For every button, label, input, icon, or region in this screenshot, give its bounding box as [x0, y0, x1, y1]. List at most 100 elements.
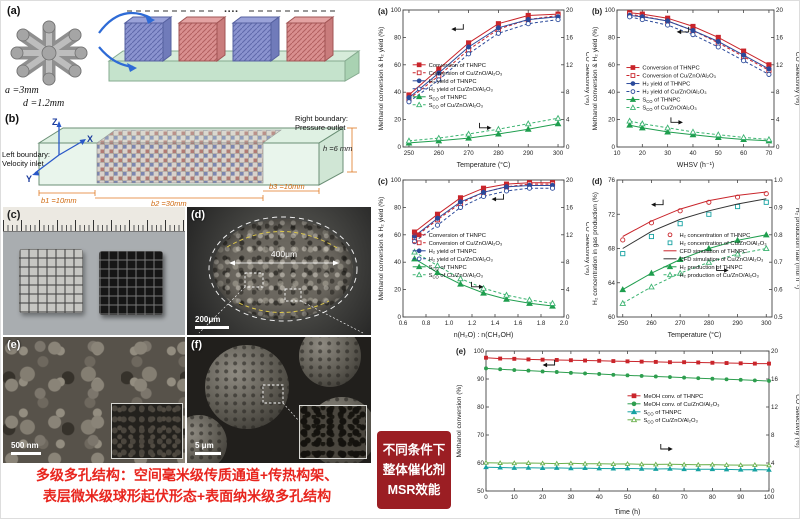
scalebar-e-label: 500 nm	[11, 441, 39, 450]
svg-text:H₂ yield of Cu/ZnO/Al₂O₃: H₂ yield of Cu/ZnO/Al₂O₃	[429, 257, 494, 263]
svg-text:H₂ yield of Cu/ZnO/Al₂O₃: H₂ yield of Cu/ZnO/Al₂O₃	[429, 87, 494, 93]
right-boundary-line1: Right boundary:	[295, 114, 348, 123]
svg-text:SCO of THNPC: SCO of THNPC	[644, 410, 682, 417]
svg-text:Time (h): Time (h)	[615, 509, 641, 516]
svg-text:SCO of THNPC: SCO of THNPC	[642, 98, 680, 105]
inset-f	[299, 405, 367, 459]
svg-text:12: 12	[771, 404, 778, 411]
svg-text:20: 20	[566, 7, 573, 14]
svg-text:Conversion of THNPC: Conversion of THNPC	[429, 233, 486, 239]
svg-text:SCO of THNPC: SCO of THNPC	[429, 95, 467, 102]
left-panel: (a) a =3mm d =1.2mm	[1, 1, 373, 518]
svg-text:1.8: 1.8	[537, 320, 546, 327]
svg-text:40: 40	[608, 89, 615, 96]
svg-text:280: 280	[704, 320, 715, 327]
svg-text:20: 20	[776, 7, 783, 14]
svg-text:0.8: 0.8	[774, 232, 783, 239]
reactor-channel-diagram: Z X Y Left boundary: Velocity inlet Righ…	[2, 114, 357, 207]
structure-caption: 多级多孔结构：空间毫米级传质通道+传热构架、 表层微米级球形起伏形态+表面纳米级…	[1, 465, 373, 507]
panel-c-label: (c)	[7, 209, 21, 221]
lattice-block	[96, 129, 282, 184]
dashed-outline	[208, 216, 358, 322]
svg-text:2.0: 2.0	[560, 320, 569, 327]
svg-text:80: 80	[394, 34, 401, 41]
assembly-dots: ····	[224, 6, 239, 18]
svg-text:1.2: 1.2	[468, 320, 477, 327]
series-2-line	[408, 16, 559, 99]
svg-text:0.7: 0.7	[774, 259, 783, 266]
sem-particle	[213, 219, 353, 319]
svg-text:80: 80	[608, 34, 615, 41]
dim-b3-text: b3 =10mm	[269, 182, 305, 191]
series-4-line	[629, 124, 769, 142]
svg-text:290: 290	[732, 320, 743, 327]
svg-text:0.9: 0.9	[774, 204, 783, 211]
svg-text:40: 40	[690, 150, 697, 157]
svg-text:SCO of Cu/ZnO/Al₂O₃: SCO of Cu/ZnO/Al₂O₃	[429, 103, 484, 110]
diameter-label: 400μm	[271, 249, 297, 259]
svg-text:0.5: 0.5	[774, 314, 783, 321]
svg-text:Temperature (°C): Temperature (°C)	[457, 161, 511, 169]
summary-box: 不同条件下 整体催化剂 MSR效能	[377, 431, 451, 509]
dim-d-text: d =1.2mm	[23, 98, 65, 109]
sem-f-annotations	[262, 384, 300, 422]
series-3-line	[622, 198, 767, 249]
svg-text:68: 68	[608, 246, 615, 253]
dim-h-text: h =6 mm	[323, 144, 352, 153]
svg-text:4: 4	[776, 117, 780, 124]
series-3-line	[408, 19, 559, 103]
svg-text:8: 8	[566, 259, 570, 266]
panel-f-label: (f)	[191, 339, 202, 351]
sem-microspheres: 5 μm (f)	[187, 337, 371, 463]
sem-annotations: 400μm	[198, 216, 364, 334]
coordinate-axes	[34, 124, 84, 174]
svg-text:WHSV (h⁻¹): WHSV (h⁻¹)	[677, 162, 715, 169]
svg-text:1.6: 1.6	[514, 320, 523, 327]
svg-text:290: 290	[523, 150, 534, 157]
svg-text:Conversion of Cu/ZnO/Al₂O₃: Conversion of Cu/ZnO/Al₂O₃	[642, 74, 716, 80]
svg-text:100: 100	[764, 494, 775, 501]
catalyst-cubes	[123, 16, 335, 62]
sem-overview: 400μm 200μm (d)	[187, 207, 371, 335]
sphere-2	[299, 337, 361, 387]
summary-line-1: 不同条件下	[382, 443, 446, 457]
svg-text:10: 10	[614, 150, 621, 157]
svg-text:CO Selectivity (%): CO Selectivity (%)	[584, 52, 589, 106]
sem-nanoporous: 500 nm (e)	[3, 337, 185, 463]
svg-text:20: 20	[639, 150, 646, 157]
panel-d-label: (d)	[191, 209, 206, 221]
lattice-unit-icon	[10, 20, 88, 86]
svg-text:Methanol conversion & H₂ yield: Methanol conversion & H₂ yield (%)	[592, 27, 599, 131]
svg-text:(b): (b)	[592, 7, 603, 16]
svg-text:70: 70	[765, 150, 772, 157]
svg-text:20: 20	[539, 494, 546, 501]
svg-text:0: 0	[612, 144, 616, 151]
svg-text:0: 0	[398, 314, 402, 321]
svg-text:0.6: 0.6	[399, 320, 408, 327]
svg-text:(c): (c)	[378, 177, 388, 186]
svg-text:H₂ production of THNPC: H₂ production of THNPC	[680, 265, 743, 271]
svg-text:100: 100	[391, 177, 402, 184]
svg-text:50: 50	[624, 494, 631, 501]
series-0-line	[408, 13, 559, 96]
svg-text:20: 20	[566, 177, 573, 184]
svg-text:1.0: 1.0	[445, 320, 454, 327]
series-2-line	[629, 15, 770, 70]
svg-text:12: 12	[776, 62, 783, 69]
summary-line-3: MSR效能	[387, 483, 441, 497]
svg-text:70: 70	[681, 494, 688, 501]
zoom-box-2	[284, 288, 302, 302]
panel-a-label: (a)	[7, 5, 21, 17]
svg-text:CFD simulation of THNPC: CFD simulation of THNPC	[680, 249, 748, 255]
svg-text:SCO of Cu/ZnO/Al₂O₃: SCO of Cu/ZnO/Al₂O₃	[429, 273, 484, 280]
svg-text:0: 0	[771, 488, 775, 495]
series-1-line	[408, 15, 559, 100]
svg-text:60: 60	[394, 232, 401, 239]
